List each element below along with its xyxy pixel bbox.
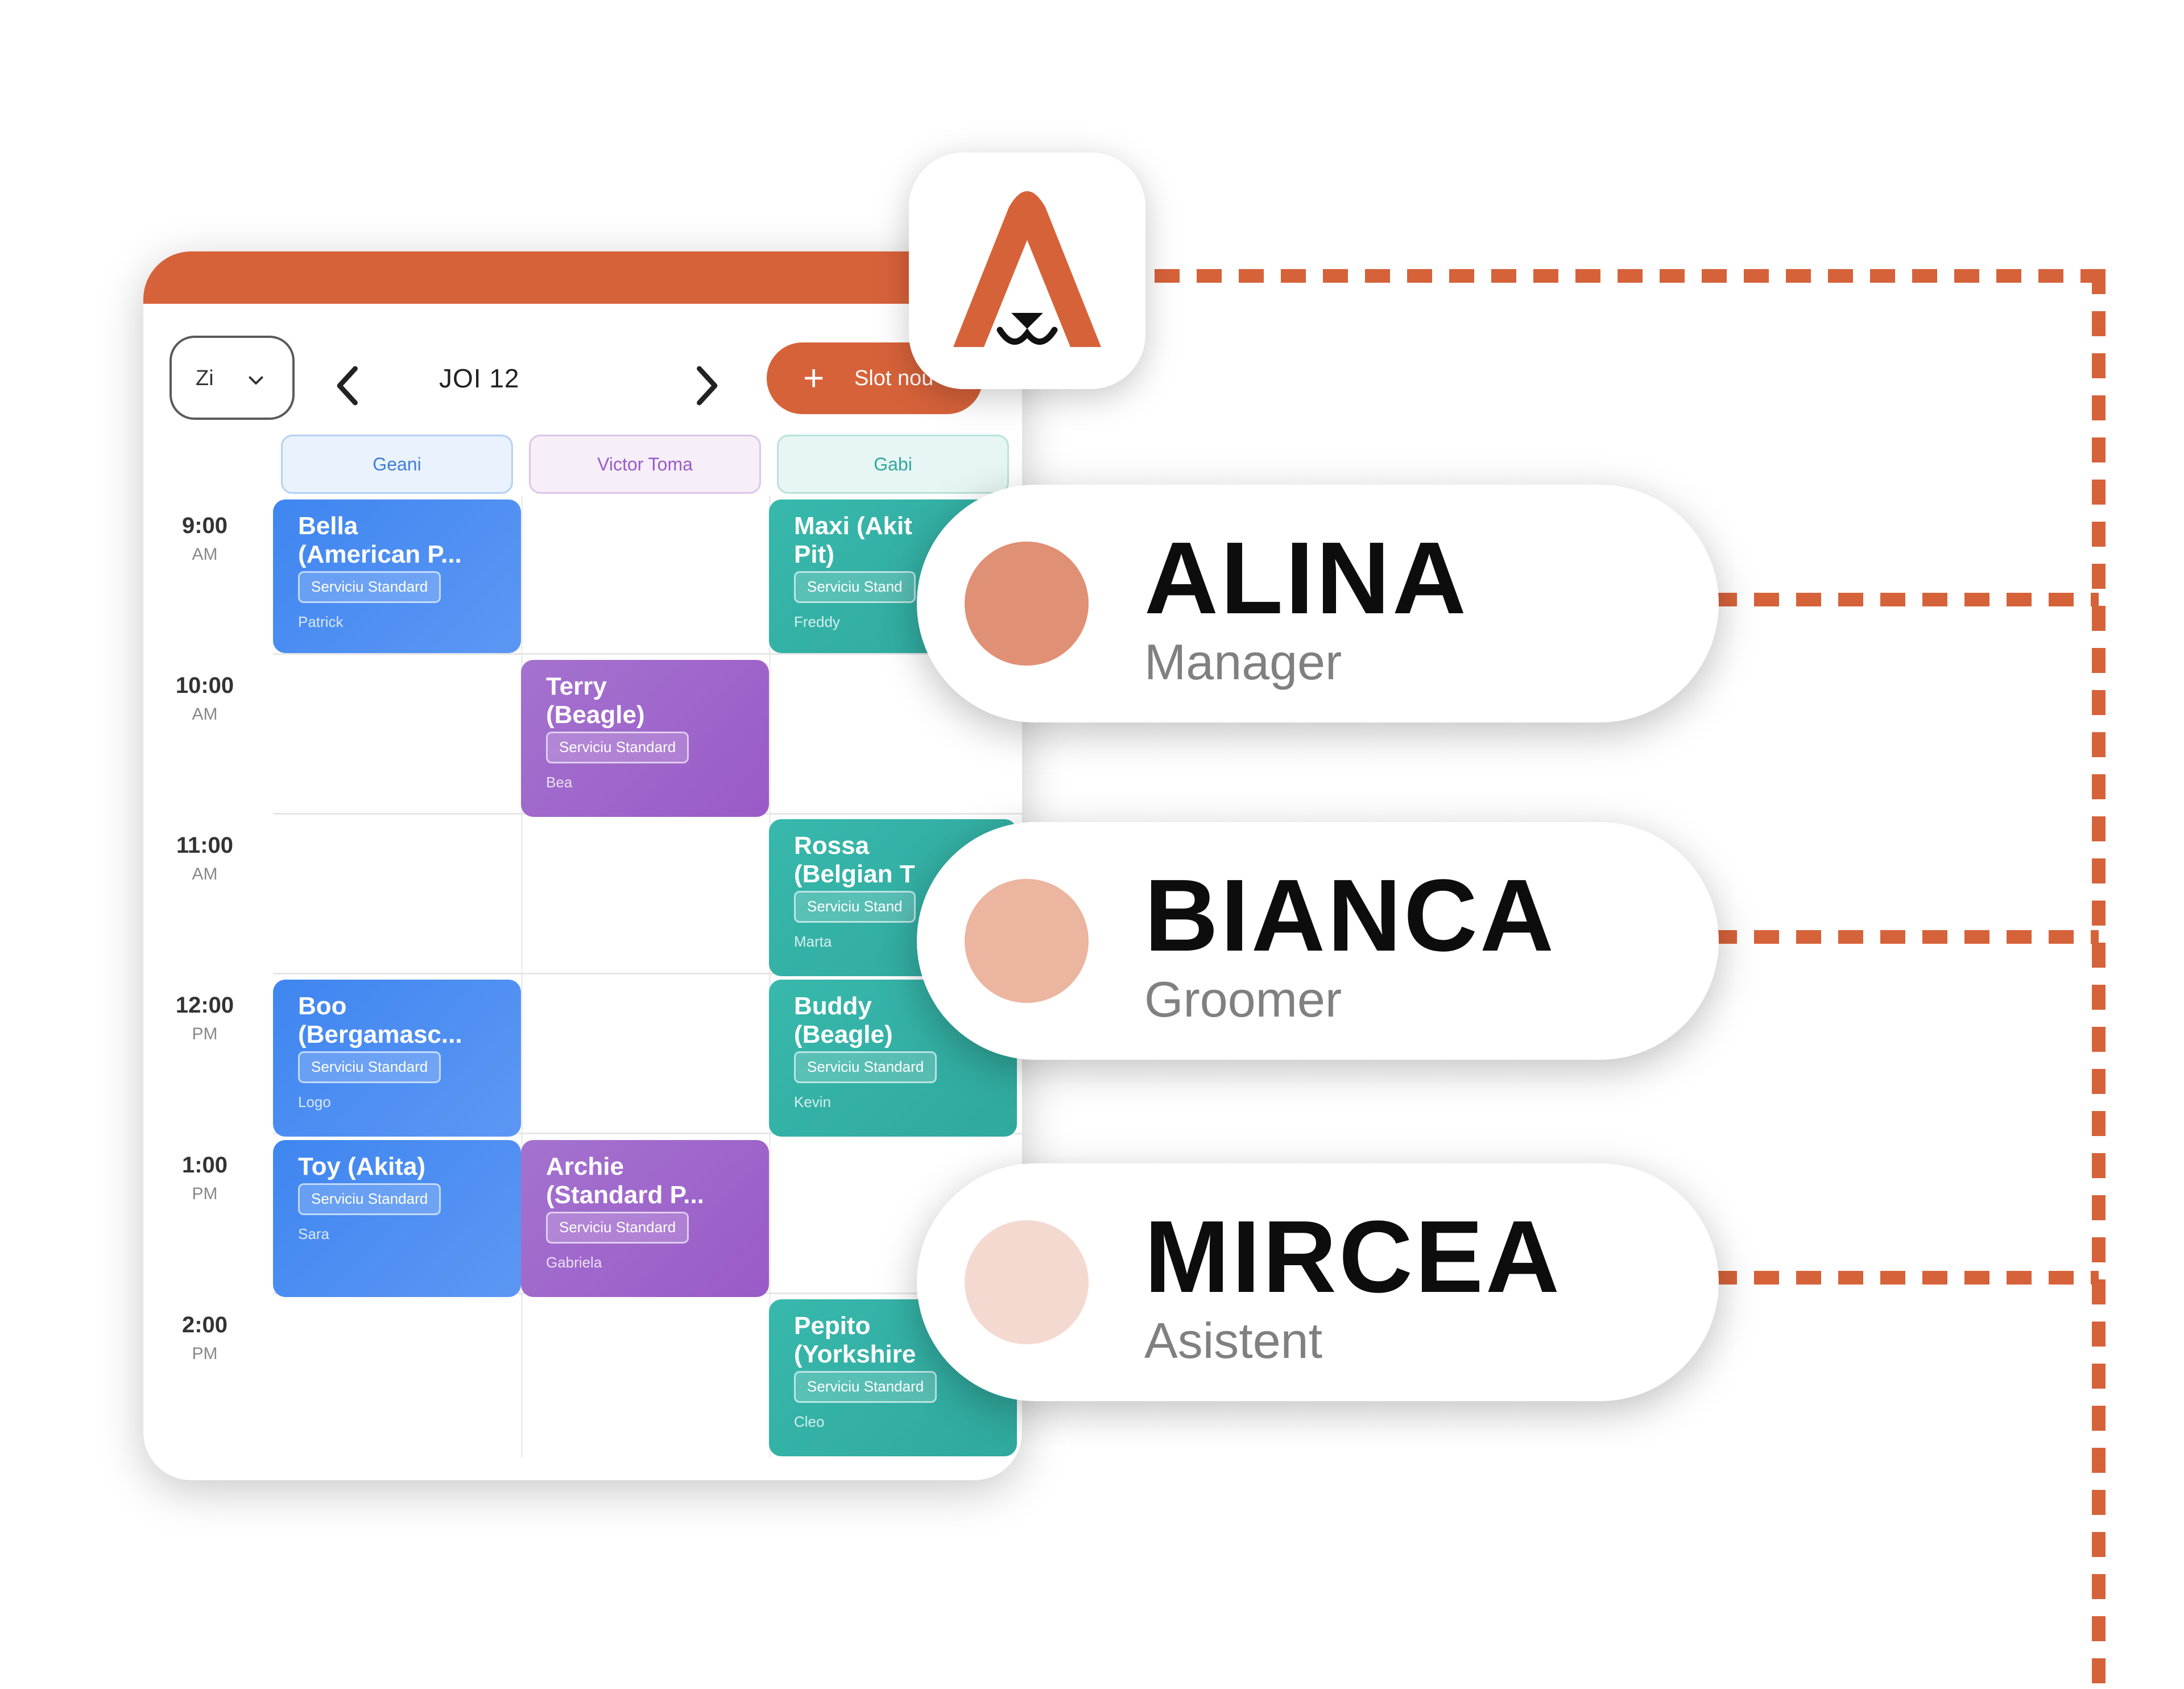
client-name: Bea (546, 774, 573, 791)
current-date: JOI 12 (439, 364, 520, 393)
time-label: 12:00 (175, 993, 234, 1018)
hour-divider (273, 973, 1022, 974)
add-slot-label: Slot nou (854, 366, 934, 390)
column-divider (769, 496, 771, 1457)
staff-name: ALINA (1144, 521, 1469, 635)
client-name: Cleo (794, 1413, 825, 1430)
connector-mircea (1712, 1271, 2099, 1285)
appointment-card[interactable]: Archie (Standard P... Serviciu Standard … (521, 1140, 769, 1297)
client-name: Gabriela (546, 1254, 602, 1271)
staff-card-bianca[interactable]: BIANCA Groomer (917, 822, 1719, 1060)
staff-card-mircea[interactable]: MIRCEA Asistent (917, 1163, 1719, 1401)
time-label: 1:00 (181, 1153, 228, 1178)
column-divider (521, 496, 523, 1457)
time-period: PM (192, 1025, 218, 1043)
client-name: Sara (298, 1225, 329, 1242)
appointment-card[interactable]: Boo (Bergamasc... Serviciu Standard Logo (273, 980, 521, 1137)
staff-name: MIRCEA (1144, 1200, 1562, 1314)
avatar (965, 542, 1089, 666)
time-label: 9:00 (181, 513, 228, 538)
chevron-down-icon (249, 376, 263, 385)
column-header-gabi[interactable]: Gabi (777, 435, 1009, 494)
time-label: 10:00 (175, 673, 234, 698)
connector-alina (1712, 593, 2099, 606)
appointment-card[interactable]: Rossa (Belgian T Serviciu Stand Marta (769, 819, 1017, 976)
service-badge: Serviciu Standard (298, 571, 441, 603)
appointment-title: Pepito (Yorkshire (794, 1312, 916, 1368)
chevron-right-icon[interactable] (689, 363, 723, 408)
appointment-card[interactable]: Toy (Akita) Serviciu Standard Sara (273, 1140, 521, 1297)
avatar (965, 1220, 1089, 1344)
appointment-title: Toy (Akita) (298, 1153, 426, 1180)
service-badge: Serviciu Standard (546, 1212, 689, 1244)
column-header-geani[interactable]: Geani (281, 435, 513, 494)
time-label: 2:00 (181, 1312, 228, 1337)
service-badge: Serviciu Stand (794, 891, 916, 923)
appointment-card[interactable]: Bella (American P... Serviciu Standard P… (273, 499, 521, 653)
app-logo-icon (909, 152, 1145, 389)
time-period: PM (192, 1184, 218, 1203)
plus-icon: + (803, 357, 825, 398)
chevron-left-icon[interactable] (331, 363, 365, 408)
client-name: Logo (298, 1093, 331, 1110)
hour-divider (273, 653, 1022, 655)
calendar-panel: Zi JOI 12 + Slot nou Geani Victor Toma G… (143, 251, 1022, 1480)
service-badge: Serviciu Standard (794, 1371, 937, 1403)
time-period: AM (192, 865, 218, 883)
staff-role: Asistent (1144, 1312, 1323, 1369)
appointment-title: Boo (Bergamasc... (298, 992, 462, 1048)
view-select-value: Zi (196, 366, 214, 390)
service-badge: Serviciu Stand (794, 571, 916, 603)
appointment-title: Terry (Beagle) (546, 672, 645, 729)
time-period: AM (192, 545, 218, 564)
client-name: Patrick (298, 613, 344, 630)
view-select[interactable]: Zi (169, 336, 295, 420)
appointment-card[interactable]: Terry (Beagle) Serviciu Standard Bea (521, 660, 769, 817)
appointment-title: Rossa (Belgian T (794, 832, 915, 888)
avatar (965, 879, 1089, 1003)
client-name: Freddy (794, 613, 840, 630)
appointment-title: Buddy (Beagle) (794, 992, 893, 1048)
calendar-header-bar (143, 251, 1022, 304)
staff-card-alina[interactable]: ALINA Manager (917, 485, 1719, 722)
connector-vertical (2092, 269, 2106, 1688)
service-badge: Serviciu Standard (546, 732, 689, 763)
appointment-title: Archie (Standard P... (546, 1153, 704, 1209)
client-name: Kevin (794, 1093, 832, 1110)
staff-name: BIANCA (1144, 858, 1556, 973)
app-logo-glyph (953, 191, 1101, 347)
hour-divider (273, 1133, 1022, 1134)
time-period: PM (192, 1344, 218, 1363)
column-header-victor-toma[interactable]: Victor Toma (529, 435, 761, 494)
connector-bianca (1712, 930, 2099, 944)
time-label: 11:00 (176, 833, 234, 858)
service-badge: Serviciu Standard (298, 1051, 441, 1083)
service-badge: Serviciu Standard (298, 1183, 441, 1215)
time-period: AM (192, 705, 218, 724)
appointment-title: Bella (American P... (298, 512, 462, 568)
staff-role: Groomer (1144, 971, 1342, 1027)
client-name: Marta (794, 933, 832, 950)
service-badge: Serviciu Standard (794, 1051, 937, 1083)
appointment-title: Maxi (Akit Pit) (794, 512, 912, 568)
staff-role: Manager (1144, 634, 1342, 690)
connector-top (1155, 269, 2104, 283)
